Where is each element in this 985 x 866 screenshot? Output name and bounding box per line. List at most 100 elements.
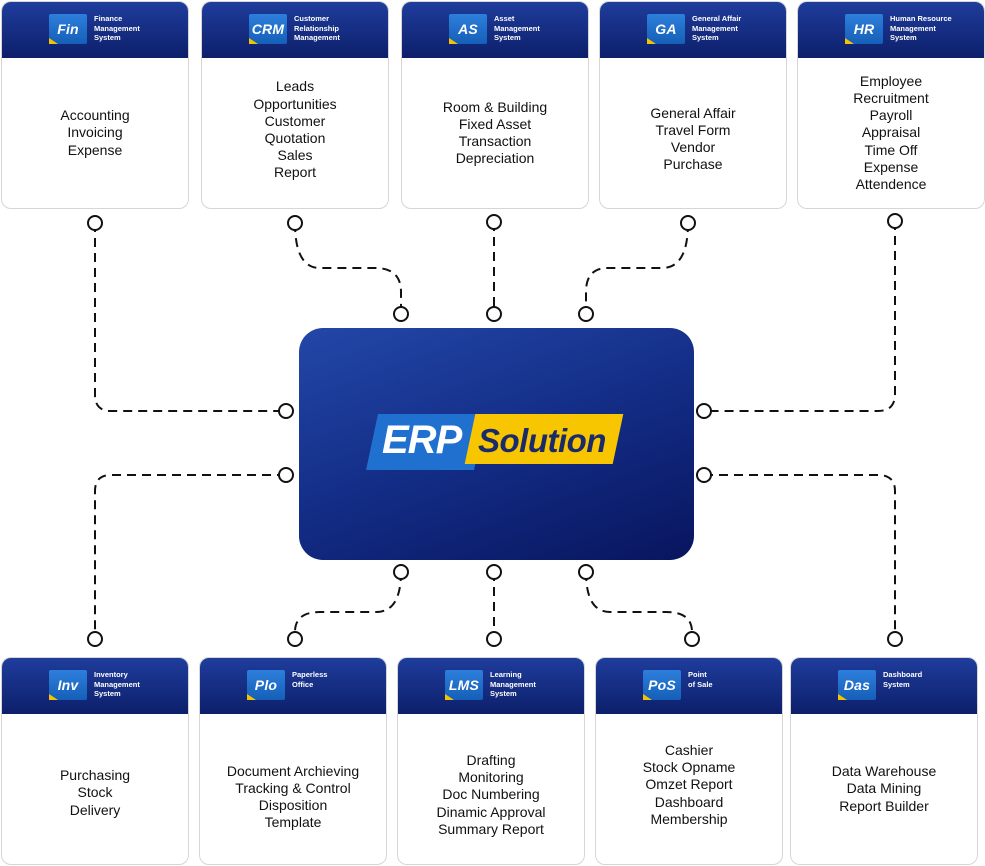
module-feature-item: Time Off xyxy=(864,141,918,158)
module-title-line: System xyxy=(94,689,121,698)
connector-line xyxy=(704,221,896,412)
module-feature-item: Document Archieving xyxy=(226,762,360,779)
module-feature-item: Fixed Asset xyxy=(458,115,532,132)
module-feature-item: Membership xyxy=(650,810,728,827)
module-feature-item: Appraisal xyxy=(861,124,921,141)
module-feature-item: Opportunities xyxy=(253,95,337,112)
module-feature-item: Purchasing xyxy=(59,767,131,784)
module-feature-item: Expense xyxy=(67,141,123,158)
module-feature-item: Quotation xyxy=(264,130,326,146)
module-title-line: Management xyxy=(692,23,738,33)
module-feature-item: Data Mining xyxy=(846,780,922,797)
module-feature-item: Template xyxy=(264,814,322,831)
connector-line xyxy=(294,571,402,639)
module-feature-item: Purchase xyxy=(663,156,723,173)
module-title-line: Human Resource xyxy=(890,14,952,23)
connector-terminal-dot xyxy=(486,306,502,322)
module-title-line: Relationship xyxy=(294,23,340,33)
module-feature-item: Tracking & Control xyxy=(235,779,351,796)
module-title-line: Dashboard xyxy=(883,670,923,679)
connector-terminal-dot xyxy=(684,631,700,647)
module-feature-item: Recruitment xyxy=(853,89,929,106)
logo-primary-text: ERP xyxy=(382,418,462,462)
module-feature-item: Expense xyxy=(863,158,919,175)
module-title-line: Inventory xyxy=(94,670,128,679)
module-feature-item: Omzet Report xyxy=(645,776,733,793)
module-title-line: System xyxy=(692,33,719,42)
module-feature-item: Drafting xyxy=(466,751,516,768)
module-title-line: Management xyxy=(494,23,540,33)
module-title-line: Asset xyxy=(494,14,515,23)
module-feature-item: Monitoring xyxy=(458,769,524,786)
module-feature-item: Doc Numbering xyxy=(442,786,540,803)
connector-terminal-dot xyxy=(887,213,903,229)
connector-terminal-dot xyxy=(486,214,502,230)
erp-solution-logo: ERP Solution xyxy=(366,414,624,472)
module-feature-item: Depreciation xyxy=(455,150,535,167)
connector-terminal-dot xyxy=(287,215,303,231)
module-feature-item: General Affair xyxy=(650,104,736,121)
module-code-badge: LMS xyxy=(445,670,483,700)
module-feature-item: Attendence xyxy=(855,176,927,192)
connector-terminal-dot xyxy=(393,564,409,580)
connector-terminal-dot xyxy=(87,215,103,231)
module-feature-item: Employee xyxy=(859,72,923,89)
module-feature-item: Leads xyxy=(275,78,315,95)
connector-line xyxy=(704,474,896,639)
module-feature-item: Transaction xyxy=(458,133,532,149)
module-feature-item: Invoicing xyxy=(67,124,123,141)
connector-terminal-dot xyxy=(578,306,594,322)
module-title-line: Customer xyxy=(294,14,330,23)
module-feature-item: Dashboard xyxy=(654,793,724,810)
module-feature-item: Delivery xyxy=(69,801,121,818)
module-code-badge: CRM xyxy=(249,14,287,44)
module-feature-item: Customer xyxy=(264,112,326,129)
connector-line xyxy=(94,223,286,412)
module-title-line: System xyxy=(883,679,910,689)
module-feature-item: Accounting xyxy=(60,107,130,124)
connector-terminal-dot xyxy=(486,564,502,580)
module-code-badge: HR xyxy=(845,14,883,44)
module-feature-item: Stock xyxy=(77,784,113,801)
connector-line xyxy=(585,222,689,314)
module-title-line: Management xyxy=(294,33,340,42)
module-feature-item: Stock Opname xyxy=(642,759,736,776)
module-title-line: System xyxy=(94,33,121,42)
module-code-badge: Das xyxy=(838,670,876,700)
connector-terminal-dot xyxy=(87,631,103,647)
module-feature-item: Dinamic Approval xyxy=(436,803,546,820)
connector-terminal-dot xyxy=(486,631,502,647)
module-feature-item: Report Builder xyxy=(839,797,929,814)
connector-line xyxy=(585,571,693,639)
module-title-line: Management xyxy=(94,679,140,689)
